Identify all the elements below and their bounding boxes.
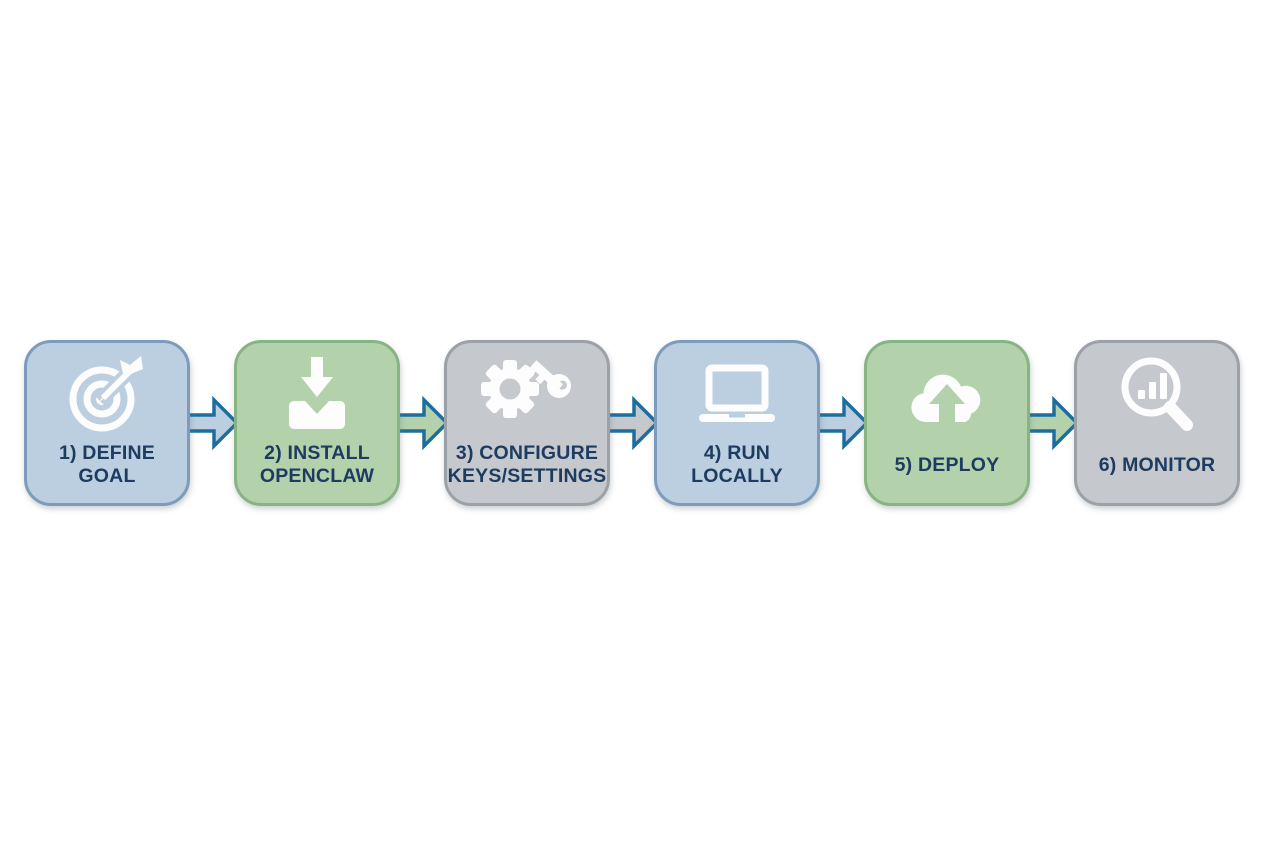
step-define-goal: 1) DEFINE GOAL — [24, 340, 190, 506]
step-label-line1: 2) INSTALL — [264, 442, 370, 464]
step-label: 2) INSTALL OPENCLAW — [260, 439, 374, 503]
step-label: 3) CONFIGURE KEYS/SETTINGS — [448, 439, 607, 503]
arrow-right-icon — [814, 396, 870, 450]
arrow-right-icon — [394, 396, 450, 450]
target-icon — [27, 343, 187, 439]
cloud-upload-icon — [867, 343, 1027, 439]
step-label-line1: 3) CONFIGURE — [455, 442, 599, 464]
laptop-icon — [657, 343, 817, 439]
step-label-line1: 4) RUN — [703, 442, 771, 464]
step-label-line2: OPENCLAW — [259, 465, 375, 487]
step-label-line1: 1) DEFINE — [58, 442, 156, 464]
step-run-locally: 4) RUN LOCALLY — [654, 340, 820, 506]
step-label-line2: GOAL — [78, 465, 136, 487]
flowchart-row: 1) DEFINE GOAL 2) INSTALL OPENCLAW — [0, 339, 1264, 507]
step-deploy: 5) DEPLOY — [864, 340, 1030, 506]
step-label-line1: 6) MONITOR — [1098, 453, 1216, 476]
step-label: 4) RUN LOCALLY — [691, 439, 783, 503]
step-label: 6) MONITOR — [1099, 439, 1215, 503]
step-monitor: 6) MONITOR — [1074, 340, 1240, 506]
arrow-right-icon — [184, 396, 240, 450]
step-label: 5) DEPLOY — [895, 439, 1000, 503]
magnifier-chart-icon — [1077, 343, 1237, 439]
gear-key-icon — [447, 343, 607, 439]
download-icon — [237, 343, 397, 439]
arrow-right-icon — [604, 396, 660, 450]
step-label-line2: KEYS/SETTINGS — [447, 465, 607, 487]
arrow-right-icon — [1024, 396, 1080, 450]
step-label: 1) DEFINE GOAL — [59, 439, 155, 503]
step-label-line2: LOCALLY — [691, 465, 783, 487]
step-configure-keys-settings: 3) CONFIGURE KEYS/SETTINGS — [444, 340, 610, 506]
step-install-openclaw: 2) INSTALL OPENCLAW — [234, 340, 400, 506]
step-label-line1: 5) DEPLOY — [894, 453, 1000, 476]
